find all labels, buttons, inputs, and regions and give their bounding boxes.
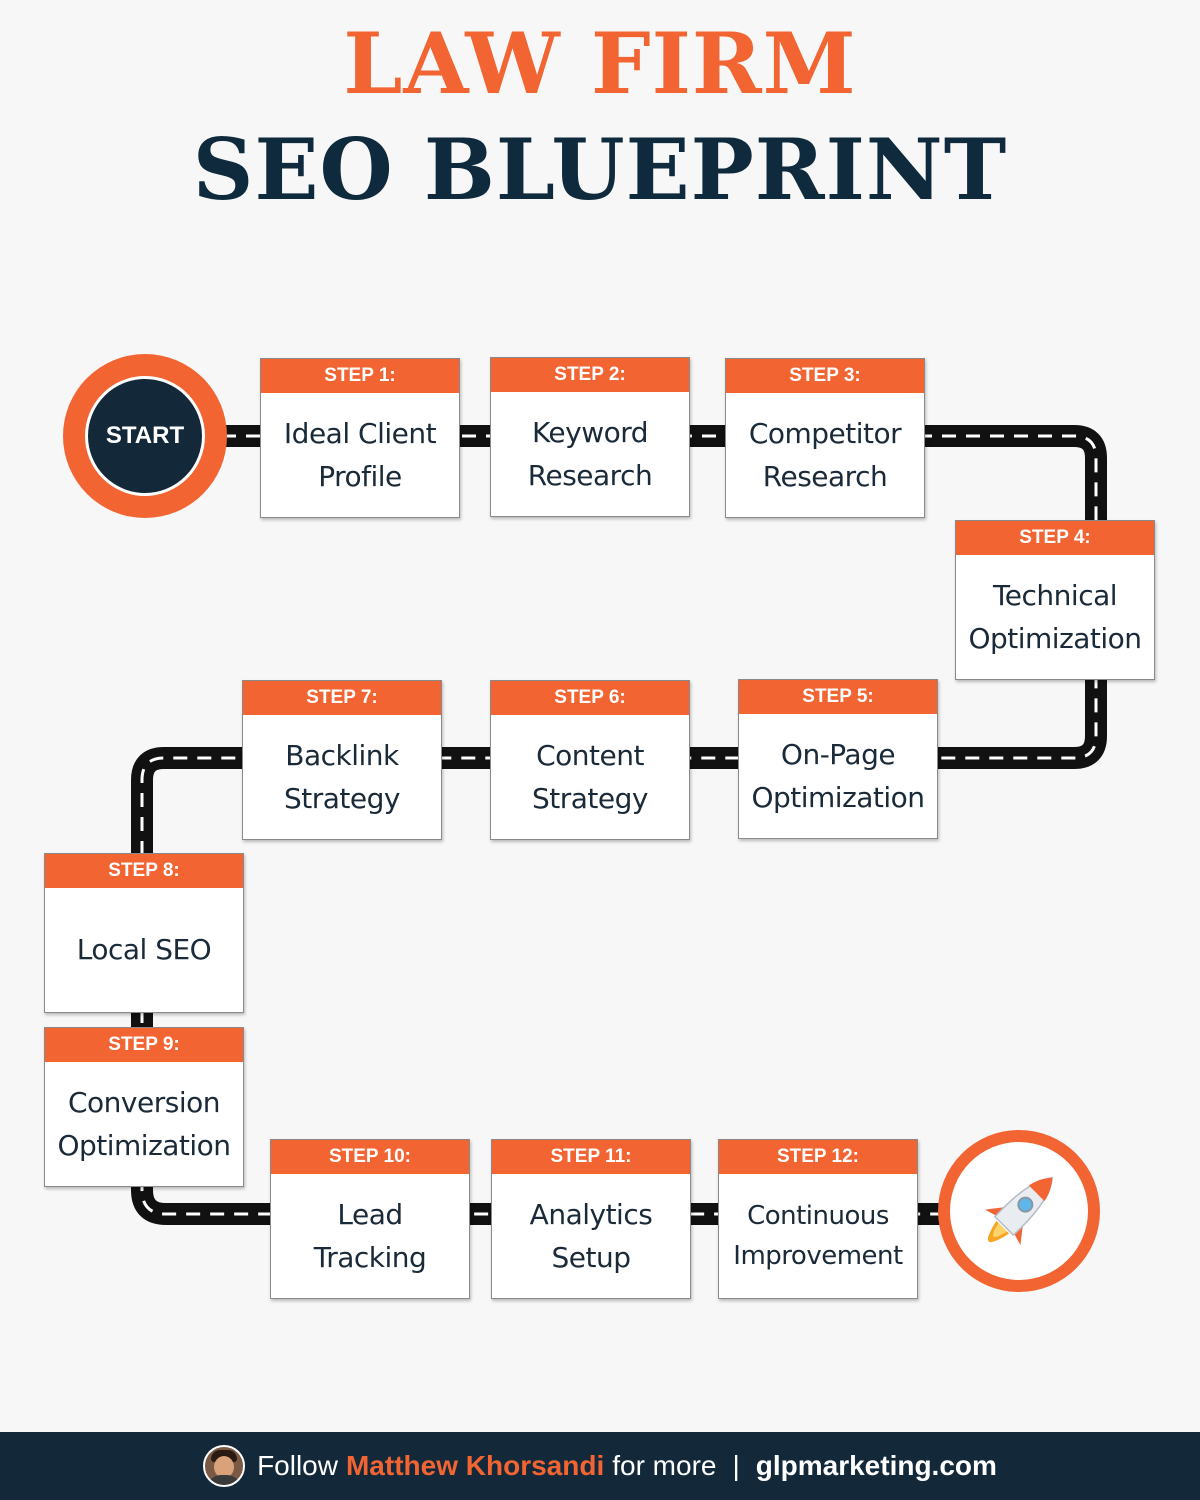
title-line-1: LAW FIRM (343, 14, 857, 113)
step-card-3: STEP 3: Competitor Research (725, 358, 925, 518)
title-line-2: SEO BLUEPRINT (192, 120, 1008, 219)
step-card-7: STEP 7: Backlink Strategy (242, 680, 442, 840)
step-text: Keyword Research (527, 415, 653, 492)
step-card-11: STEP 11: Analytics Setup (491, 1139, 691, 1299)
step-text: Local SEO (76, 933, 212, 967)
step-text: Conversion Optimization (57, 1085, 231, 1162)
step-label: STEP 9: (45, 1028, 243, 1062)
step-text: Backlink Strategy (284, 738, 400, 815)
step-card-4: STEP 4: Technical Optimization (955, 520, 1155, 680)
step-card-9: STEP 9: Conversion Optimization (44, 1027, 244, 1187)
step-card-10: STEP 10: Lead Tracking (270, 1139, 470, 1299)
step-text: Content Strategy (532, 738, 648, 815)
step-label: STEP 8: (45, 854, 243, 888)
step-label: STEP 6: (491, 681, 689, 715)
step-text: Continuous Improvement (733, 1200, 903, 1271)
step-label: STEP 4: (956, 521, 1154, 555)
step-label: STEP 3: (726, 359, 924, 393)
step-label: STEP 1: (261, 359, 459, 393)
footer-follow-text: Follow (257, 1450, 338, 1481)
start-label: START (85, 376, 205, 496)
footer-separator: | (732, 1450, 740, 1481)
step-card-2: STEP 2: Keyword Research (490, 357, 690, 517)
footer-site-link[interactable]: glpmarketing.com (755, 1450, 997, 1481)
step-label: STEP 12: (719, 1140, 917, 1174)
step-text: Ideal Client Profile (283, 416, 437, 493)
rocket-icon (985, 1176, 1054, 1245)
avatar (203, 1445, 246, 1487)
step-card-6: STEP 6: Content Strategy (490, 680, 690, 840)
step-label: STEP 7: (243, 681, 441, 715)
step-card-5: STEP 5: On-Page Optimization (738, 679, 938, 839)
step-text: On-Page Optimization (751, 737, 925, 814)
step-card-8: STEP 8: Local SEO (44, 853, 244, 1013)
step-text: Competitor Research (748, 416, 902, 493)
step-label: STEP 10: (271, 1140, 469, 1174)
step-text: Analytics Setup (529, 1197, 653, 1274)
step-text: Lead Tracking (313, 1197, 427, 1274)
step-label: STEP 5: (739, 680, 937, 714)
step-text: Technical Optimization (968, 578, 1142, 655)
step-card-1: STEP 1: Ideal Client Profile (260, 358, 460, 518)
step-label: STEP 11: (492, 1140, 690, 1174)
footer-for-more-text: for more (612, 1450, 717, 1481)
step-card-12: STEP 12: Continuous Improvement (718, 1139, 918, 1299)
start-marker: START (63, 354, 227, 518)
footer-bar: Follow Matthew Khorsandi for more | glpm… (0, 1432, 1200, 1500)
step-label: STEP 2: (491, 358, 689, 392)
footer-author-name: Matthew Khorsandi (345, 1450, 605, 1481)
finish-marker (938, 1130, 1100, 1292)
